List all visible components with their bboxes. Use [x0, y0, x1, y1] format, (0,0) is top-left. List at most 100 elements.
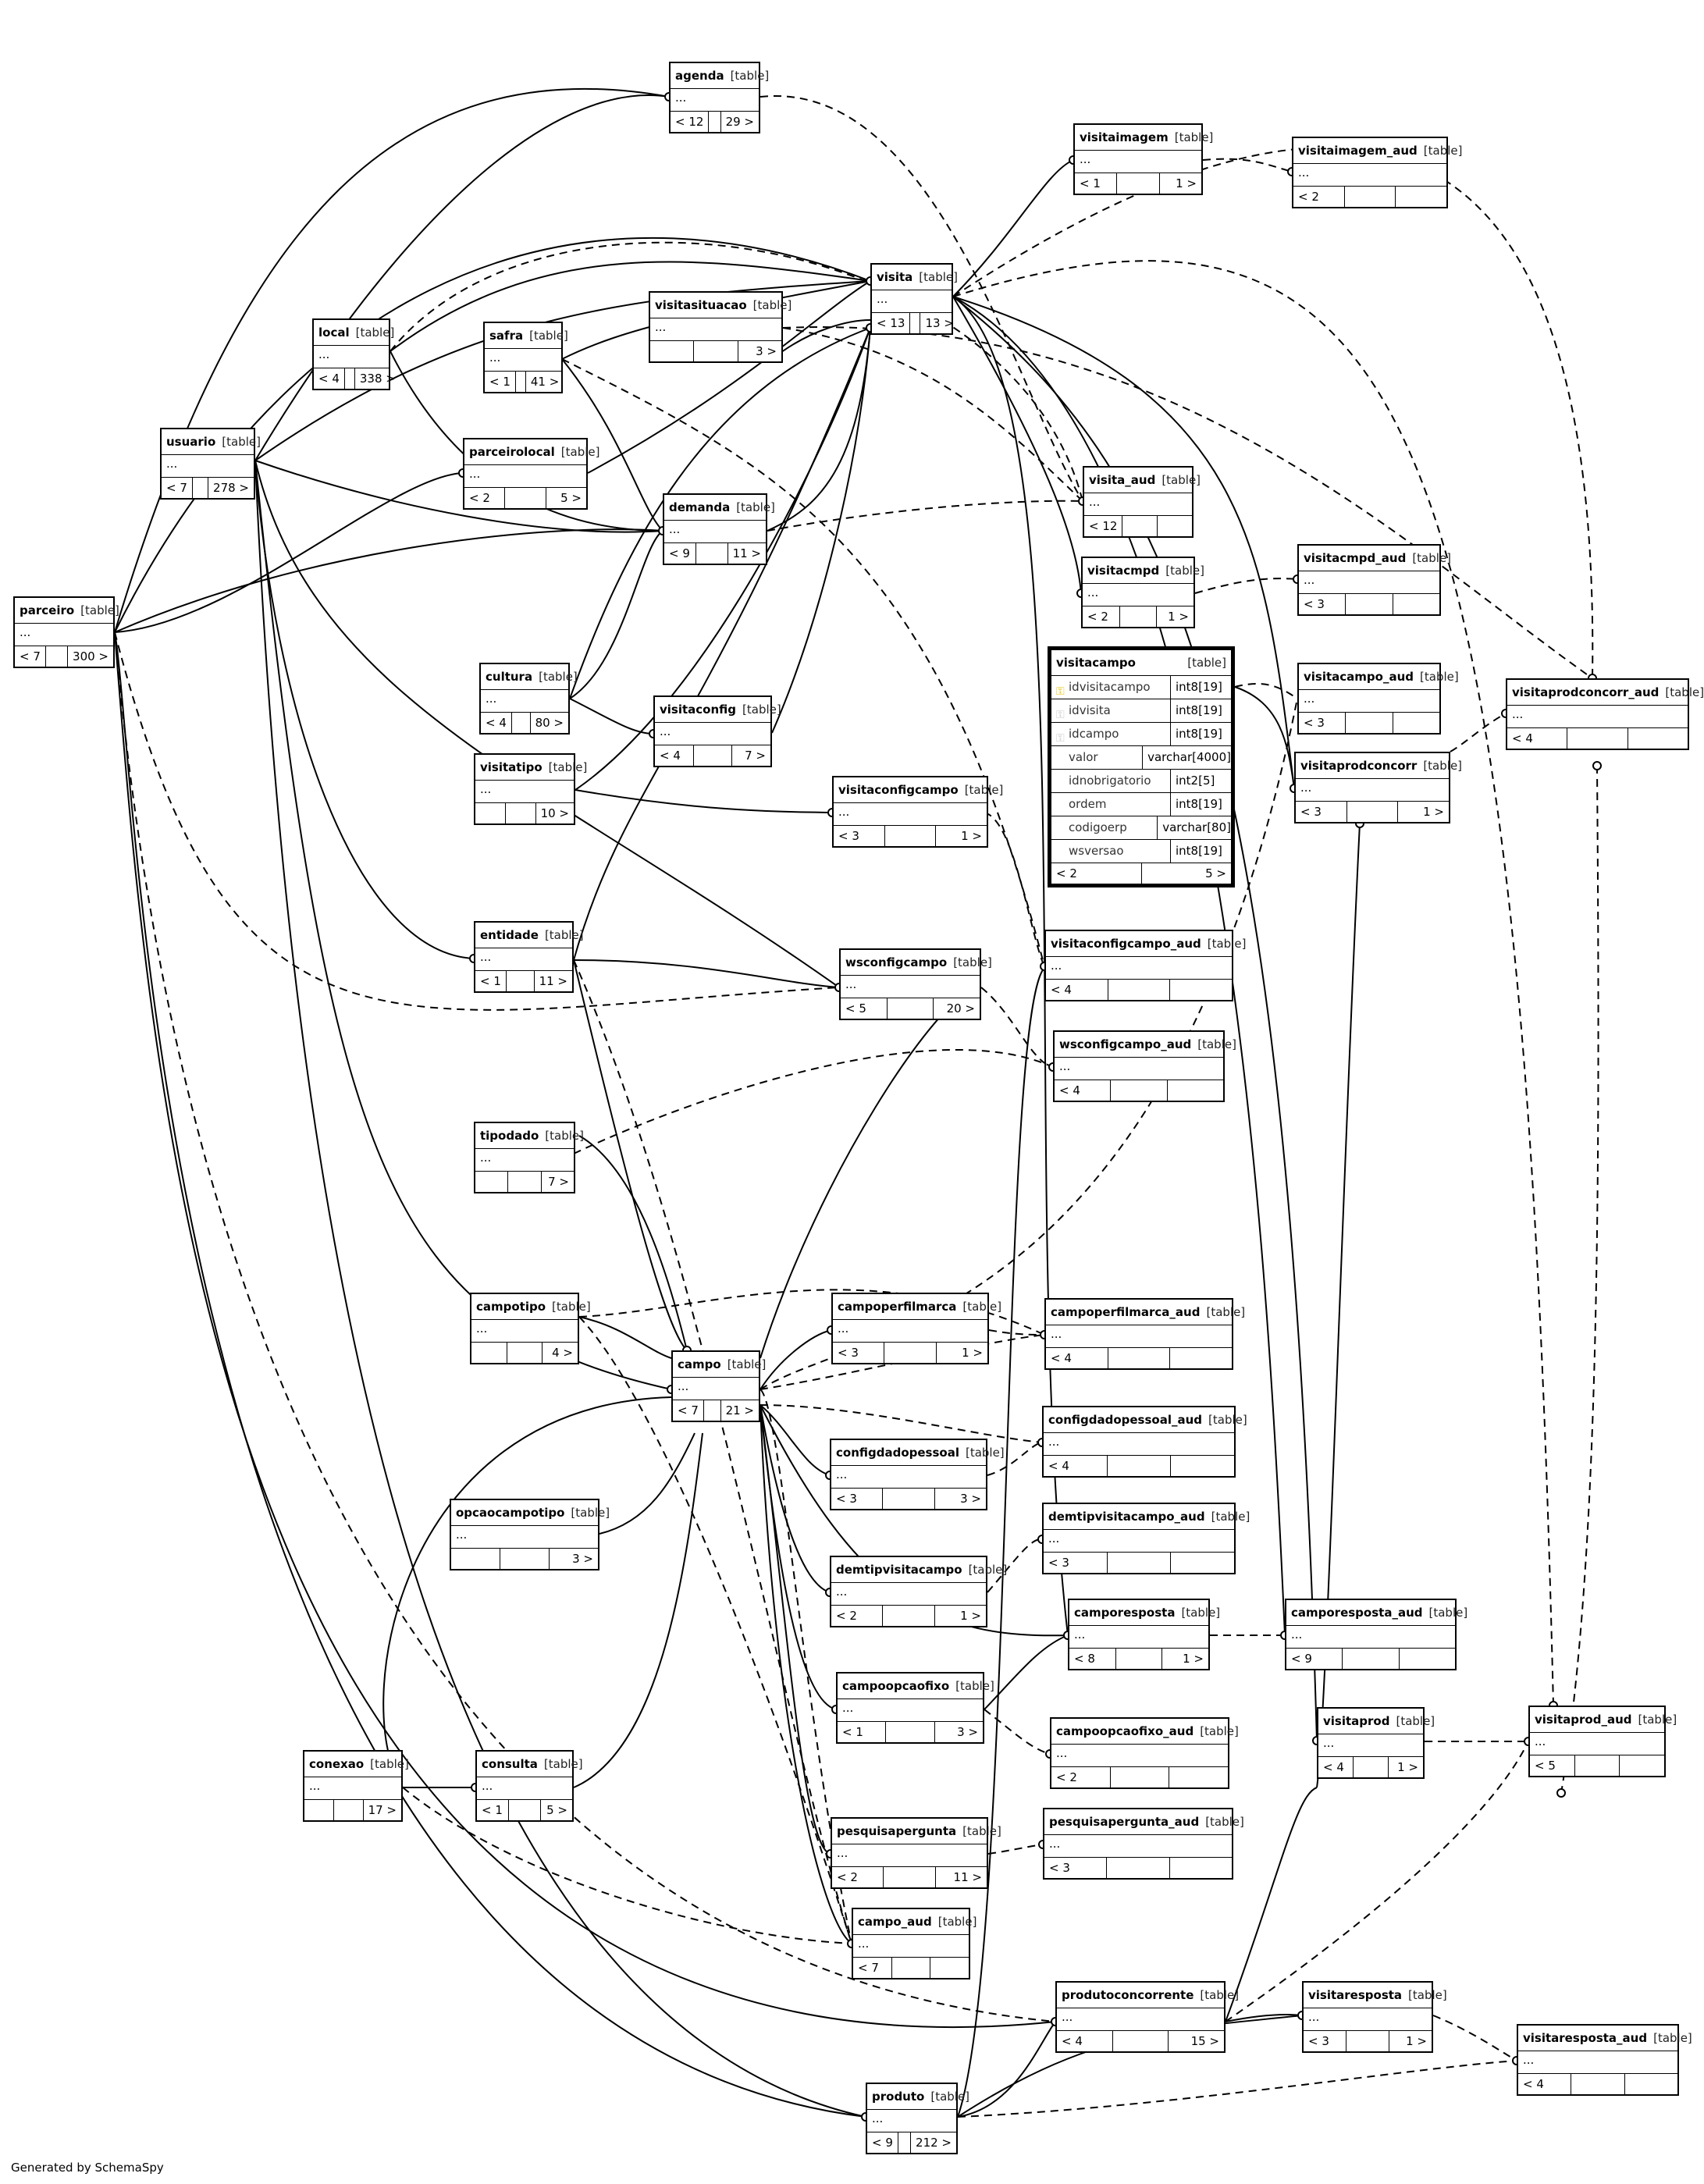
parents-count: < 2	[1051, 1767, 1111, 1787]
foreign-key-line	[390, 261, 871, 352]
table-visita-aud[interactable]: visita_aud[table]...< 12	[1083, 466, 1201, 538]
table-type: [table]	[736, 500, 775, 514]
parents-count: < 2	[464, 488, 506, 508]
table-campoopcaofixo-aud[interactable]: campoopcaofixo_aud[table]...< 2	[1050, 1717, 1239, 1789]
table-visitaprod-aud[interactable]: visitaprod_aud[table]...< 5	[1528, 1706, 1677, 1777]
elided-columns: ...	[314, 346, 389, 368]
table-configdadopessoal-aud[interactable]: configdadopessoal_aud[table]...< 4	[1042, 1406, 1247, 1478]
elided-columns: ...	[1530, 1733, 1664, 1755]
table-campotipo[interactable]: campotipo[table]...4 >	[470, 1293, 591, 1364]
table-wsconfigcampo-aud[interactable]: wsconfigcampo_aud[table]...< 4	[1053, 1030, 1236, 1102]
table-visitasituacao[interactable]: visitasituacao[table]...3 >	[649, 291, 792, 363]
parents-count: < 3	[1299, 594, 1346, 614]
table-demtipvisitacampo-aud[interactable]: demtipvisitacampo_aud[table]...< 3	[1042, 1503, 1250, 1574]
table-visitaconfigcampo-aud[interactable]: visitaconfigcampo_aud[table]...< 4	[1044, 930, 1246, 1001]
mid-cell	[884, 1867, 936, 1887]
mid-cell	[505, 488, 546, 508]
table-opcaocampotipo[interactable]: opcaocampotipo[table]...3 >	[450, 1499, 610, 1570]
children-count: 11 >	[539, 974, 567, 988]
table-tipodado[interactable]: tipodado[table]...7 >	[474, 1122, 584, 1193]
table-footer: 3 >	[650, 341, 781, 361]
parents-count	[451, 1549, 500, 1569]
table-visitaresposta-aud[interactable]: visitaresposta_aud[table]...< 4	[1517, 2024, 1692, 2096]
children-count: 3 >	[572, 1552, 593, 1566]
table-conexao[interactable]: conexao[table]...17 >	[303, 1750, 409, 1822]
table-type: [table]	[1412, 551, 1452, 565]
foreign-key-line	[575, 789, 833, 813]
children-count: 338 >	[359, 372, 396, 386]
table-visitacampo-aud[interactable]: visitacampo_aud[table]...< 3	[1297, 663, 1459, 735]
table-name: visitaimagem	[1080, 130, 1169, 144]
mid-cell	[910, 313, 921, 333]
column-name-text: ordem	[1069, 797, 1107, 811]
table-header: visitacmpd[table]	[1083, 558, 1204, 584]
foreign-key-line	[760, 1404, 852, 1944]
table-header: produto[table]	[867, 2084, 969, 2110]
children-count	[1628, 728, 1688, 749]
table-campoperfilmarca-aud[interactable]: campoperfilmarca_aud[table]...< 4	[1044, 1298, 1245, 1370]
table-visitaprodconcorr-aud[interactable]: visitaprodconcorr_aud[table]...< 4	[1506, 678, 1704, 750]
table-header: visitaprod_aud[table]	[1530, 1707, 1677, 1733]
parents-count: < 3	[1044, 1858, 1108, 1878]
table-footer: < 3	[1299, 713, 1439, 733]
table-footer: < 4	[1507, 728, 1688, 749]
children-count	[1620, 1755, 1664, 1776]
table-camporesposta-aud[interactable]: camporesposta_aud[table]...< 9	[1285, 1599, 1467, 1670]
audit-relationship-line	[1202, 158, 1293, 173]
elided-columns: ...	[475, 781, 574, 803]
table-name: visitaresposta_aud	[1523, 2031, 1648, 2045]
mid-cell	[508, 1172, 542, 1192]
table-header: visitaconfigcampo_aud[table]	[1046, 931, 1246, 957]
children-count: 3 >	[960, 1492, 981, 1506]
foreign-key-line	[599, 1432, 695, 1535]
table-campo-aud[interactable]: campo_aud[table]...< 7	[852, 1908, 977, 1979]
elided-columns: ...	[655, 723, 770, 745]
table-visitaimagem-aud[interactable]: visitaimagem_aud[table]...< 2	[1292, 137, 1462, 208]
children-count	[1625, 2074, 1677, 2094]
primary-key-icon: ⚿	[1056, 685, 1065, 698]
table-header: wsconfigcampo_aud[table]	[1055, 1032, 1236, 1058]
table-visitacmpd-aud[interactable]: visitacmpd_aud[table]...< 3	[1297, 544, 1451, 616]
mid-cell	[1122, 516, 1158, 536]
table-visitatipo[interactable]: visitatipo[table]...10 >	[474, 753, 587, 825]
foreign-key-line	[254, 460, 840, 988]
relationship-end-marker	[1556, 1788, 1566, 1798]
table-type: [table]	[1181, 1606, 1221, 1620]
table-pesquisapergunta-aud[interactable]: pesquisapergunta_aud[table]...< 3	[1043, 1808, 1244, 1880]
parents-count: < 4	[1318, 1757, 1354, 1777]
table-type: [table]	[1420, 670, 1459, 684]
